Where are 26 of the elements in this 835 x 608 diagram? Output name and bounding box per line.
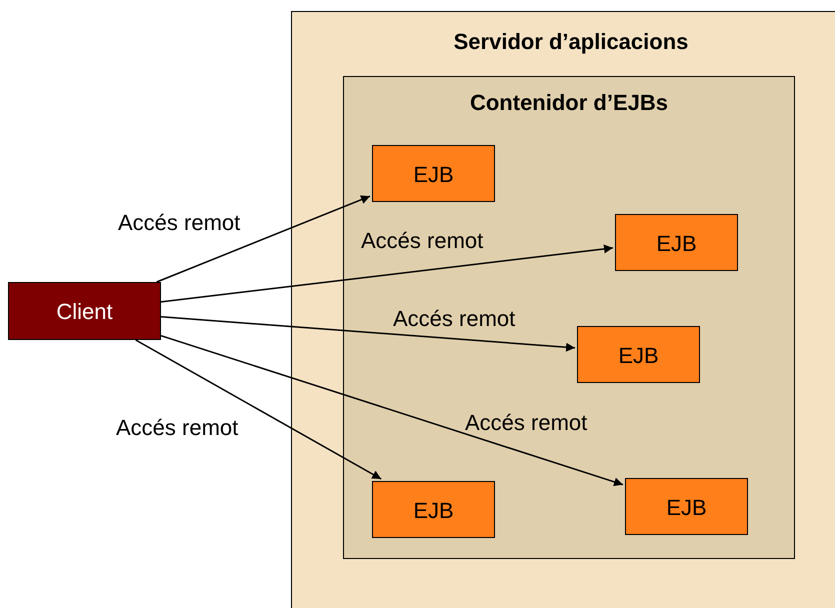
edge-label: Accés remot [116, 415, 238, 441]
container-box [343, 76, 795, 559]
container-title: Servidor d’aplicacions [452, 29, 690, 55]
arrow [135, 339, 382, 480]
box-label: EJB [665, 494, 708, 520]
arrow [160, 334, 624, 486]
box-label: EJB [412, 162, 455, 188]
edge-label: Accés remot [118, 210, 240, 236]
box-label: EJB [412, 498, 455, 524]
arrow [160, 244, 614, 303]
server-box [291, 11, 835, 608]
box-label: Client [55, 299, 114, 325]
container-title: Contenidor d’EJBs [468, 90, 669, 116]
arrow [160, 316, 576, 352]
ejb-box [615, 214, 738, 271]
edge-label: Accés remot [465, 410, 588, 436]
edge-label: Accés remot [361, 228, 484, 254]
client-box [8, 282, 161, 340]
ejb-box [372, 145, 495, 202]
box-label: EJB [655, 230, 698, 256]
ejb-box [625, 478, 748, 535]
ejb-box [577, 326, 700, 383]
ejb-box [372, 481, 495, 538]
edge-label: Accés remot [393, 306, 516, 332]
box-label: EJB [617, 342, 660, 368]
arrow [156, 195, 370, 283]
